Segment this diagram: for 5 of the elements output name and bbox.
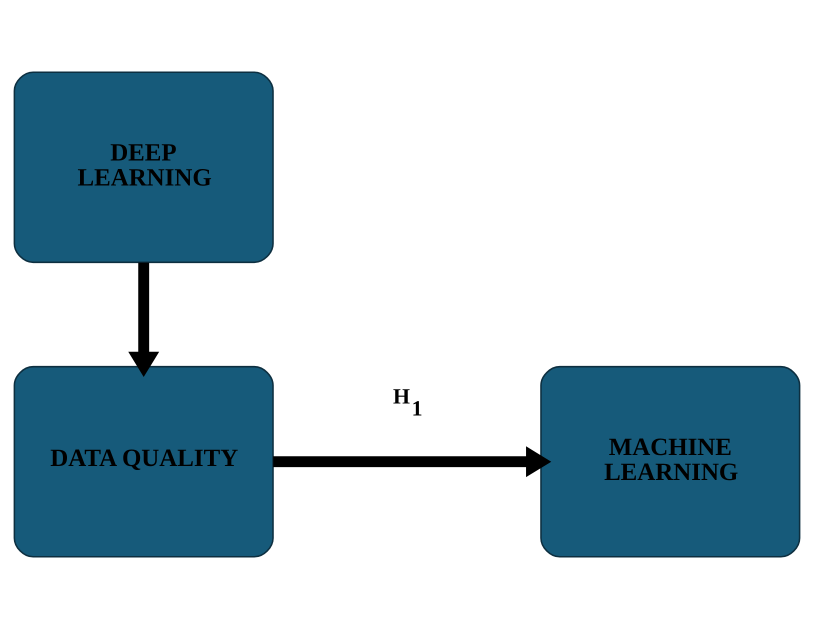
arrow	[128, 262, 160, 378]
node-box: DEEP LEARNING	[14, 71, 274, 264]
node-box: MACHINE LEARNING	[540, 366, 800, 558]
arrow	[273, 446, 552, 478]
node-box: DATA QUALITY	[14, 366, 274, 558]
